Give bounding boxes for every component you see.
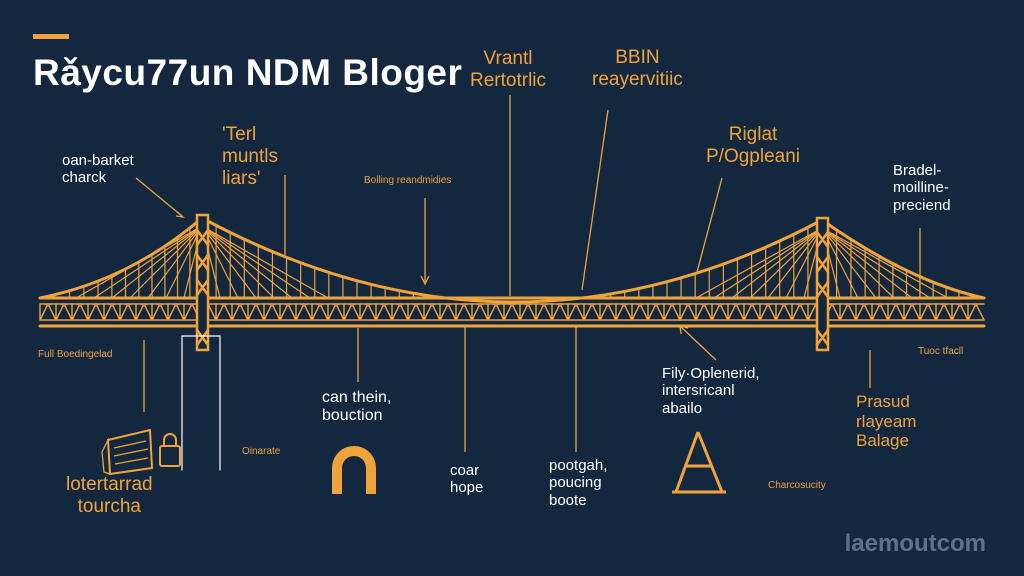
label-fily: Fily·Oplenerid, intersricanl abailo — [662, 365, 760, 417]
document-lock-icon — [101, 428, 181, 476]
label-lotertarrad: lotertarrad tourcha — [66, 474, 153, 517]
pier-left — [181, 335, 221, 471]
label-full-boedinglad: Full Boedingelad — [38, 349, 113, 360]
label-coar-hope: coar hope — [450, 462, 484, 497]
a-frame-icon — [672, 431, 726, 494]
arch-icon — [332, 446, 376, 494]
watermark: laemoutcom — [844, 530, 986, 557]
label-pootgah: pootgah, poucing boote — [549, 457, 608, 509]
label-tuoc-tfacll: Tuoc tfacll — [918, 346, 964, 357]
label-riglat: Riglat P/Ogpleani — [706, 124, 801, 167]
label-prasud: Prasud rlayeam Balage — [856, 392, 917, 451]
label-bolling: Bolling reandmidies — [364, 175, 452, 186]
page-title: Rǎycu77un NDM Bloger — [33, 52, 463, 93]
label-oinarate: Oinarate — [242, 446, 281, 457]
tower-left — [195, 213, 210, 352]
label-vrantl: Vrantl Rertotrlic — [470, 48, 547, 91]
tower-right — [815, 216, 830, 352]
label-can-thein: can thein, bouction — [322, 389, 392, 425]
label-terl: 'Terl muntls liars' — [222, 124, 278, 189]
label-bbin: BBIN reayervitiic — [592, 47, 683, 90]
label-bradel: Bradel- moilline- preciend — [893, 162, 951, 214]
label-charcosucity: Charcosucity — [768, 480, 826, 491]
title-accent-bar — [33, 34, 69, 39]
callout-leaders — [135, 95, 921, 452]
main-cable-center — [200, 216, 824, 304]
bridge-stay-cables — [75, 225, 949, 299]
label-oan-barket: oan-barket charck — [62, 152, 134, 187]
